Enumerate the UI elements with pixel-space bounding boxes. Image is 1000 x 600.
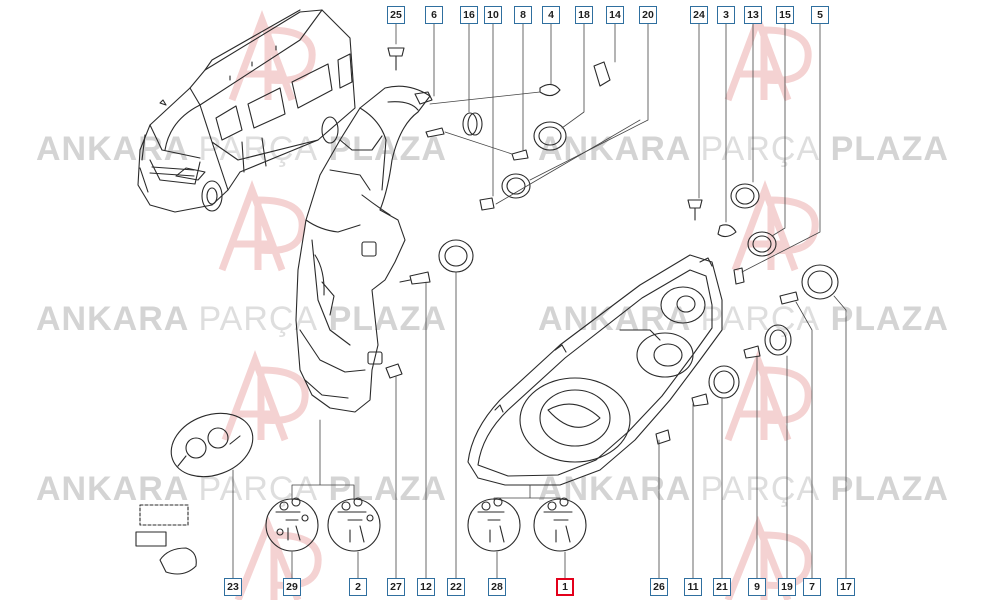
callout-6: 6 [425,6,443,24]
callout-21: 21 [713,578,731,596]
callout-18: 18 [575,6,593,24]
callout-11: 11 [684,578,702,596]
watermark-logo-icon [221,350,309,442]
callout-17: 17 [837,578,855,596]
callout-3: 3 [717,6,735,24]
watermark-logo-icon [218,180,306,272]
callout-12: 12 [417,578,435,596]
callout-4: 4 [542,6,560,24]
callout-13: 13 [744,6,762,24]
callout-1: 1 [556,578,574,596]
callout-25: 25 [387,6,405,24]
callout-24: 24 [690,6,708,24]
callout-22: 22 [447,578,465,596]
bulb-group-29 [265,497,319,552]
bulb-group-28 [467,497,521,552]
left-headlamp-housing [295,85,433,413]
callout-10: 10 [484,6,502,24]
right-headlamp [467,254,723,486]
callout-28: 28 [488,578,506,596]
callout-29: 29 [283,578,301,596]
callout-9: 9 [748,578,766,596]
watermark-text: ANKARA PARÇA PLAZA [538,300,949,338]
watermark-text: ANKARA PARÇA PLAZA [36,470,447,508]
leader-lines [232,23,847,581]
callout-8: 8 [514,6,532,24]
small-components [385,47,839,445]
callout-2: 2 [349,578,367,596]
bulb-kit-box [170,412,254,478]
watermark-logo-icon [724,350,812,442]
callout-26: 26 [650,578,668,596]
callout-14: 14 [606,6,624,24]
indicator-bulb [135,504,197,575]
bulb-group-2 [327,497,381,552]
callout-27: 27 [387,578,405,596]
watermark-logo-icon [228,10,316,102]
callout-23: 23 [224,578,242,596]
callout-7: 7 [803,578,821,596]
watermark-text: ANKARA PARÇA PLAZA [538,470,949,508]
callout-15: 15 [776,6,794,24]
callout-19: 19 [778,578,796,596]
callout-16: 16 [460,6,478,24]
bulb-group-1 [533,497,587,552]
callout-5: 5 [811,6,829,24]
van-illustration [137,9,356,213]
callout-20: 20 [639,6,657,24]
watermark-text: ANKARA PARÇA PLAZA [538,130,949,168]
